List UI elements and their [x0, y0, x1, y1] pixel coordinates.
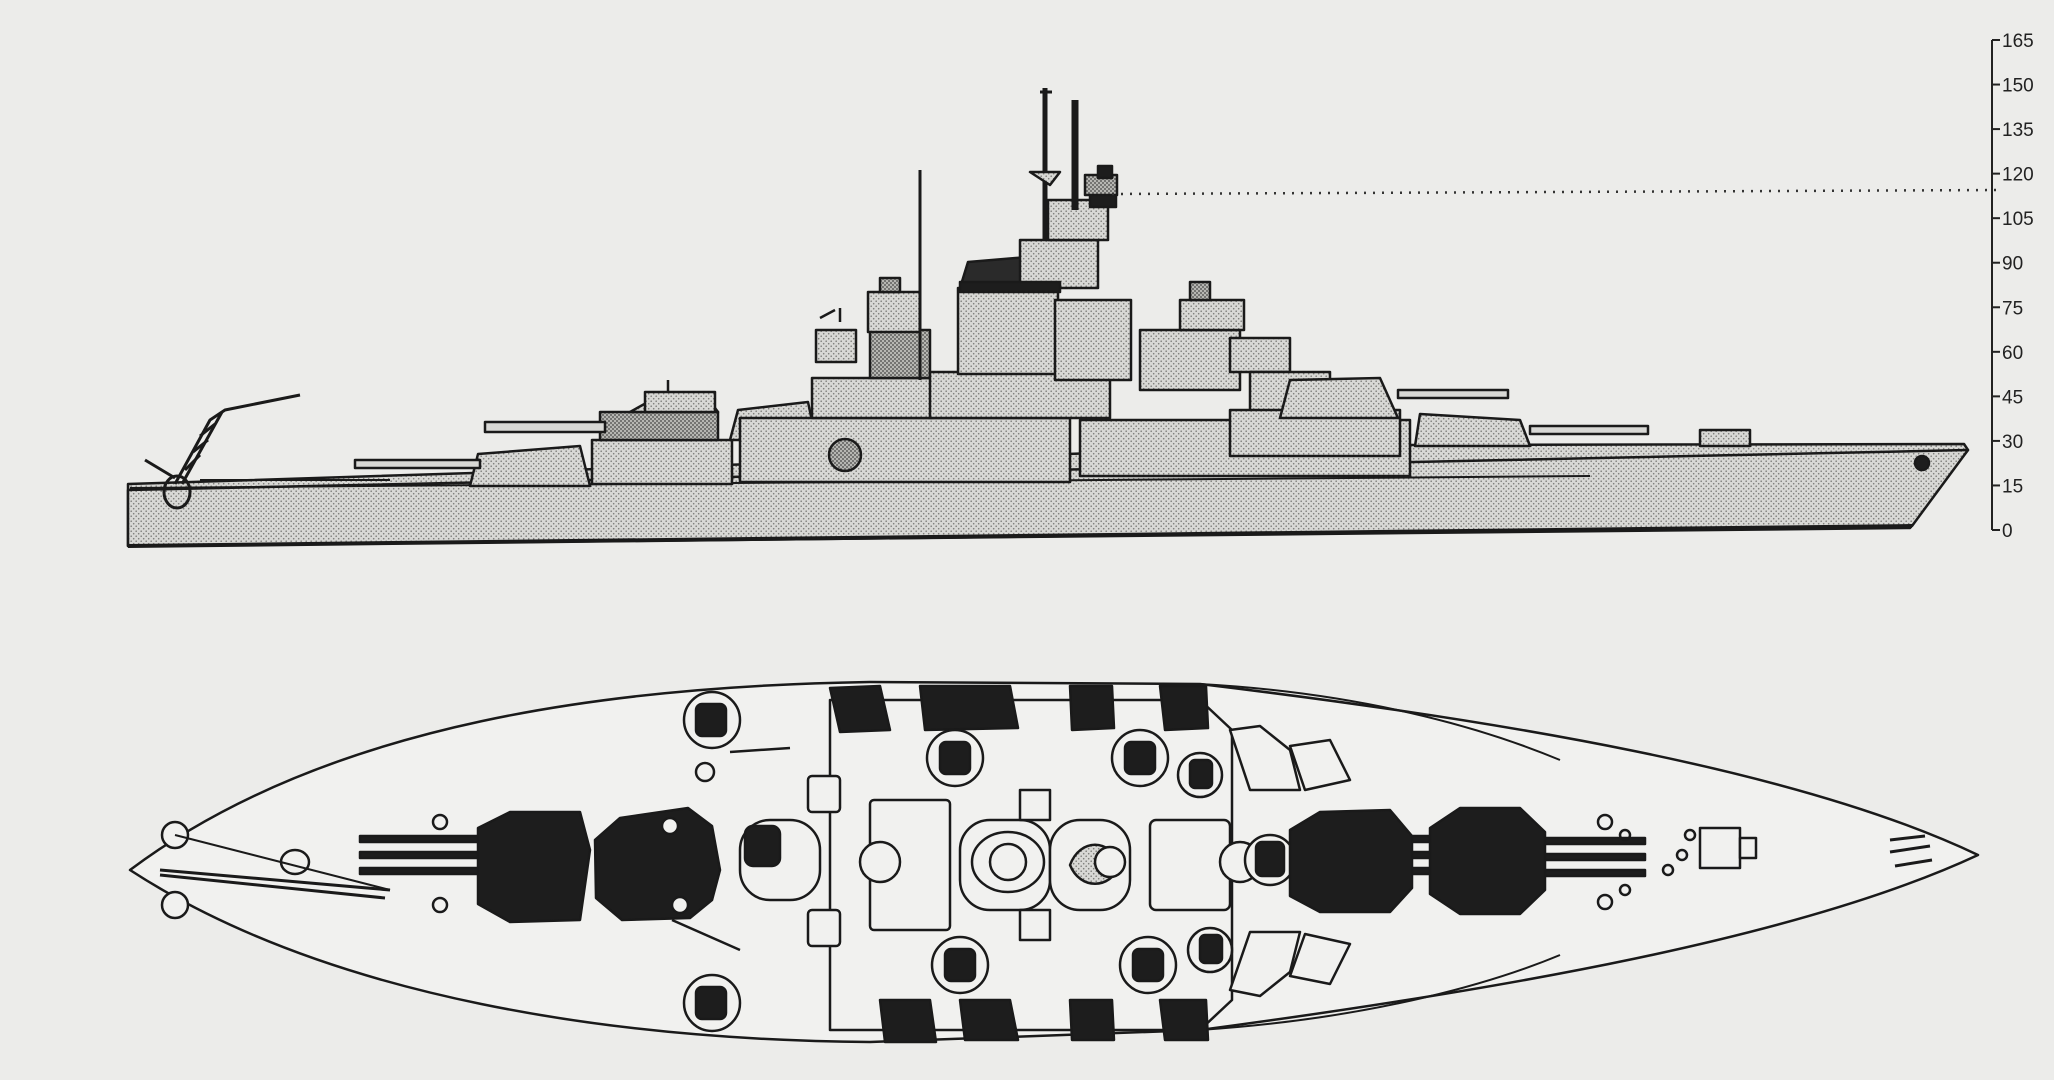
scale-tick-label: 75	[2002, 298, 2023, 319]
scale-tick-label: 30	[2002, 432, 2023, 453]
side-profile-view	[126, 88, 1970, 548]
plan-view	[128, 680, 1980, 1044]
hull-body	[126, 448, 1970, 548]
turret-3-plan	[358, 810, 592, 924]
scale-tick-label: 150	[2002, 76, 2034, 97]
height-marker-line	[1111, 188, 2001, 196]
quad-mounts-bottom	[878, 926, 1234, 1044]
scale-tick-label: 105	[2002, 209, 2034, 230]
turret-aft-superfiring-plan	[593, 806, 722, 922]
scale-tick-label: 120	[2002, 165, 2034, 186]
aircraft-crane	[144, 393, 301, 510]
turret-1-side	[1413, 412, 1650, 448]
secondary-mount-aft-port	[682, 690, 742, 750]
aft-superstructure	[483, 380, 734, 486]
forward-deckhouse	[1698, 428, 1752, 448]
quad-mounts-top	[828, 684, 1224, 799]
scale-tick-label: 165	[2002, 31, 2034, 52]
scale-tick-label: 0	[2002, 521, 2013, 542]
scale-tick-label: 135	[2002, 120, 2034, 141]
anchor	[1913, 454, 1931, 472]
anchor-capstan-plan	[1698, 826, 1758, 870]
scale-tick-label: 90	[2002, 254, 2023, 275]
main-superstructure	[738, 88, 1412, 484]
turret-1-plan	[1428, 806, 1647, 916]
scale-tick-label: 45	[2002, 387, 2023, 408]
waterline	[127, 524, 1913, 548]
scale-tick-label: 15	[2002, 476, 2023, 497]
bow-flare	[1199, 683, 1561, 1031]
scale-tick-label: 60	[2002, 343, 2023, 364]
turret-3-side	[353, 444, 592, 488]
forward-aa-tubs	[1228, 724, 1352, 998]
turret-2-side	[1278, 376, 1510, 420]
secondary-mount-aft-stbd	[682, 973, 742, 1033]
